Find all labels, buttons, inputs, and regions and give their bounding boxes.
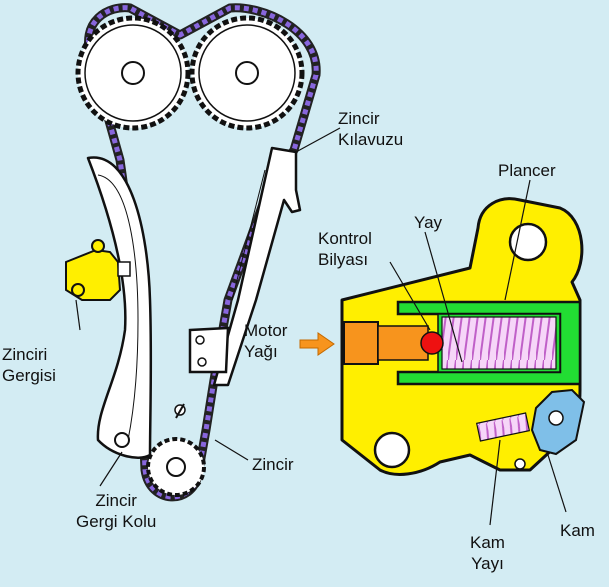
chain-guide [188, 146, 302, 387]
label-yay: Yay [414, 213, 443, 232]
label-line: Gergi Kolu [76, 512, 157, 531]
oil-flow-arrow [299, 332, 335, 356]
camshaft-sprocket-left [75, 15, 191, 131]
label-line: Yayı [471, 554, 504, 573]
label-line: Kam [470, 533, 505, 552]
camshaft-sprocket-right [189, 15, 305, 131]
label-kontrol-bilyasi: Kontrol Bilyası [318, 228, 372, 270]
plunger-spring [441, 316, 557, 370]
label-motor-yagi: Motor Yağı [244, 320, 287, 362]
label-zincir-gergi-kolu: Zincir Gergi Kolu [76, 490, 156, 532]
label-line: Bilyası [318, 250, 369, 269]
timing-chain [84, 3, 321, 502]
tensioner-arm [86, 156, 186, 459]
label-zincir: Zincir [252, 455, 294, 474]
label-line: Motor [244, 321, 288, 340]
leader-lines [75, 127, 567, 526]
label-line: Yağı [244, 342, 278, 361]
label-kam: Kam [560, 521, 595, 540]
label-line: Zincir [338, 109, 380, 128]
label-line: Kontrol [318, 229, 372, 248]
label-line: Gergisi [2, 366, 56, 385]
label-plancer: Plancer [498, 161, 556, 180]
cam [514, 388, 586, 470]
oil-passage [343, 321, 429, 365]
label-line: Zincir [95, 491, 137, 510]
check-ball [420, 331, 444, 355]
label-zinciri-gergisi: Zinciri Gergisi [2, 344, 56, 386]
label-line: Kılavuzu [338, 130, 404, 149]
crankshaft-sprocket [146, 437, 206, 497]
cam-spring [475, 412, 531, 442]
label-zincir-kilavuzu: Zincir Kılavuzu [338, 108, 403, 150]
label-kam-yayi: Kam Yayı [470, 532, 505, 574]
label-line: Zinciri [2, 345, 48, 364]
chain-tensioner-small [65, 239, 131, 301]
